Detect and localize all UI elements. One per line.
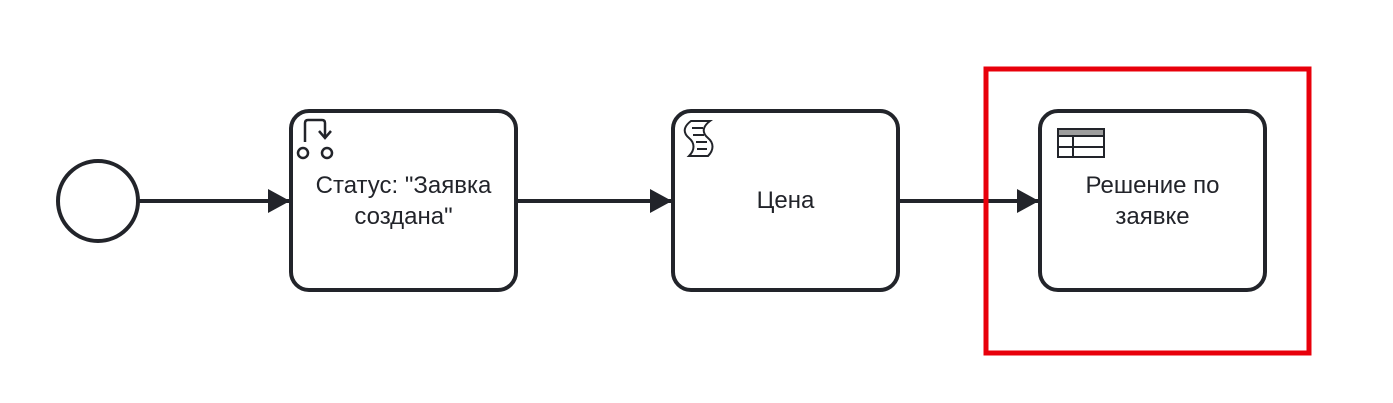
service-task-icon (296, 118, 334, 160)
start-event[interactable] (56, 159, 140, 243)
business-rule-table-icon (1057, 128, 1105, 158)
task-status[interactable] (289, 109, 518, 292)
highlight-box (983, 66, 1312, 356)
script-task-icon (683, 120, 714, 157)
task-price[interactable] (671, 109, 900, 292)
